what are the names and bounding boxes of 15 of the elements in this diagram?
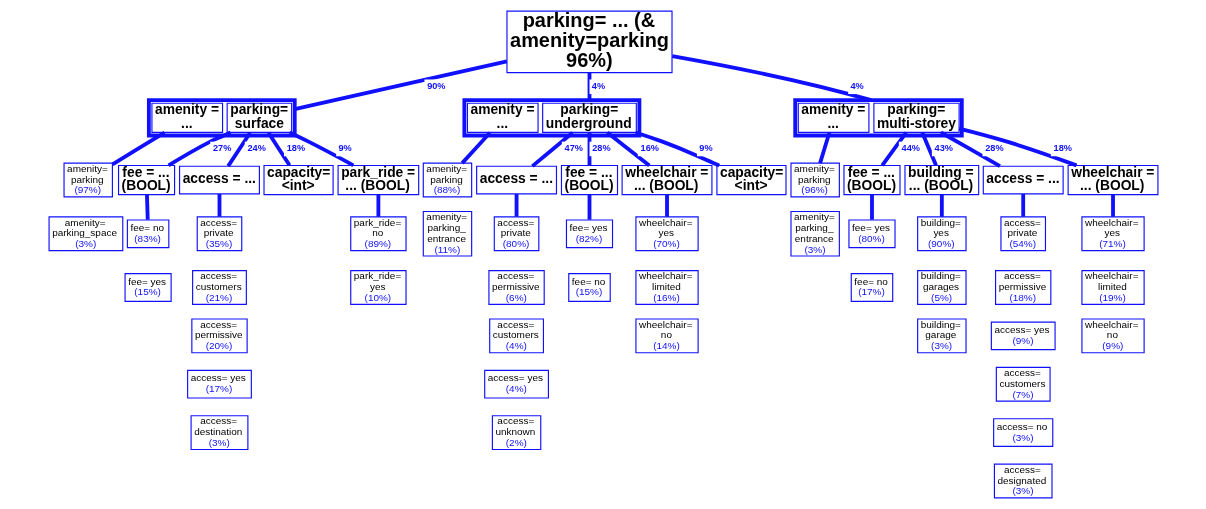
edge-label: 43% [934,142,953,153]
edge-label: 27% [212,142,231,153]
edge-label: 90% [426,80,446,91]
edge-label: 28% [591,142,611,153]
edge-label: 9% [698,142,713,153]
edge-label: 4% [849,80,864,91]
edge-label: 28% [984,142,1004,153]
edge-label: 24% [247,142,266,153]
edge-label: 18% [286,142,305,153]
edge-label: 18% [1053,142,1072,153]
edge-label: 4% [591,80,605,91]
edge-label: 16% [640,142,659,153]
edge-label: 9% [337,142,352,153]
edge-label: 47% [564,142,583,153]
edge-label: 44% [901,142,920,153]
